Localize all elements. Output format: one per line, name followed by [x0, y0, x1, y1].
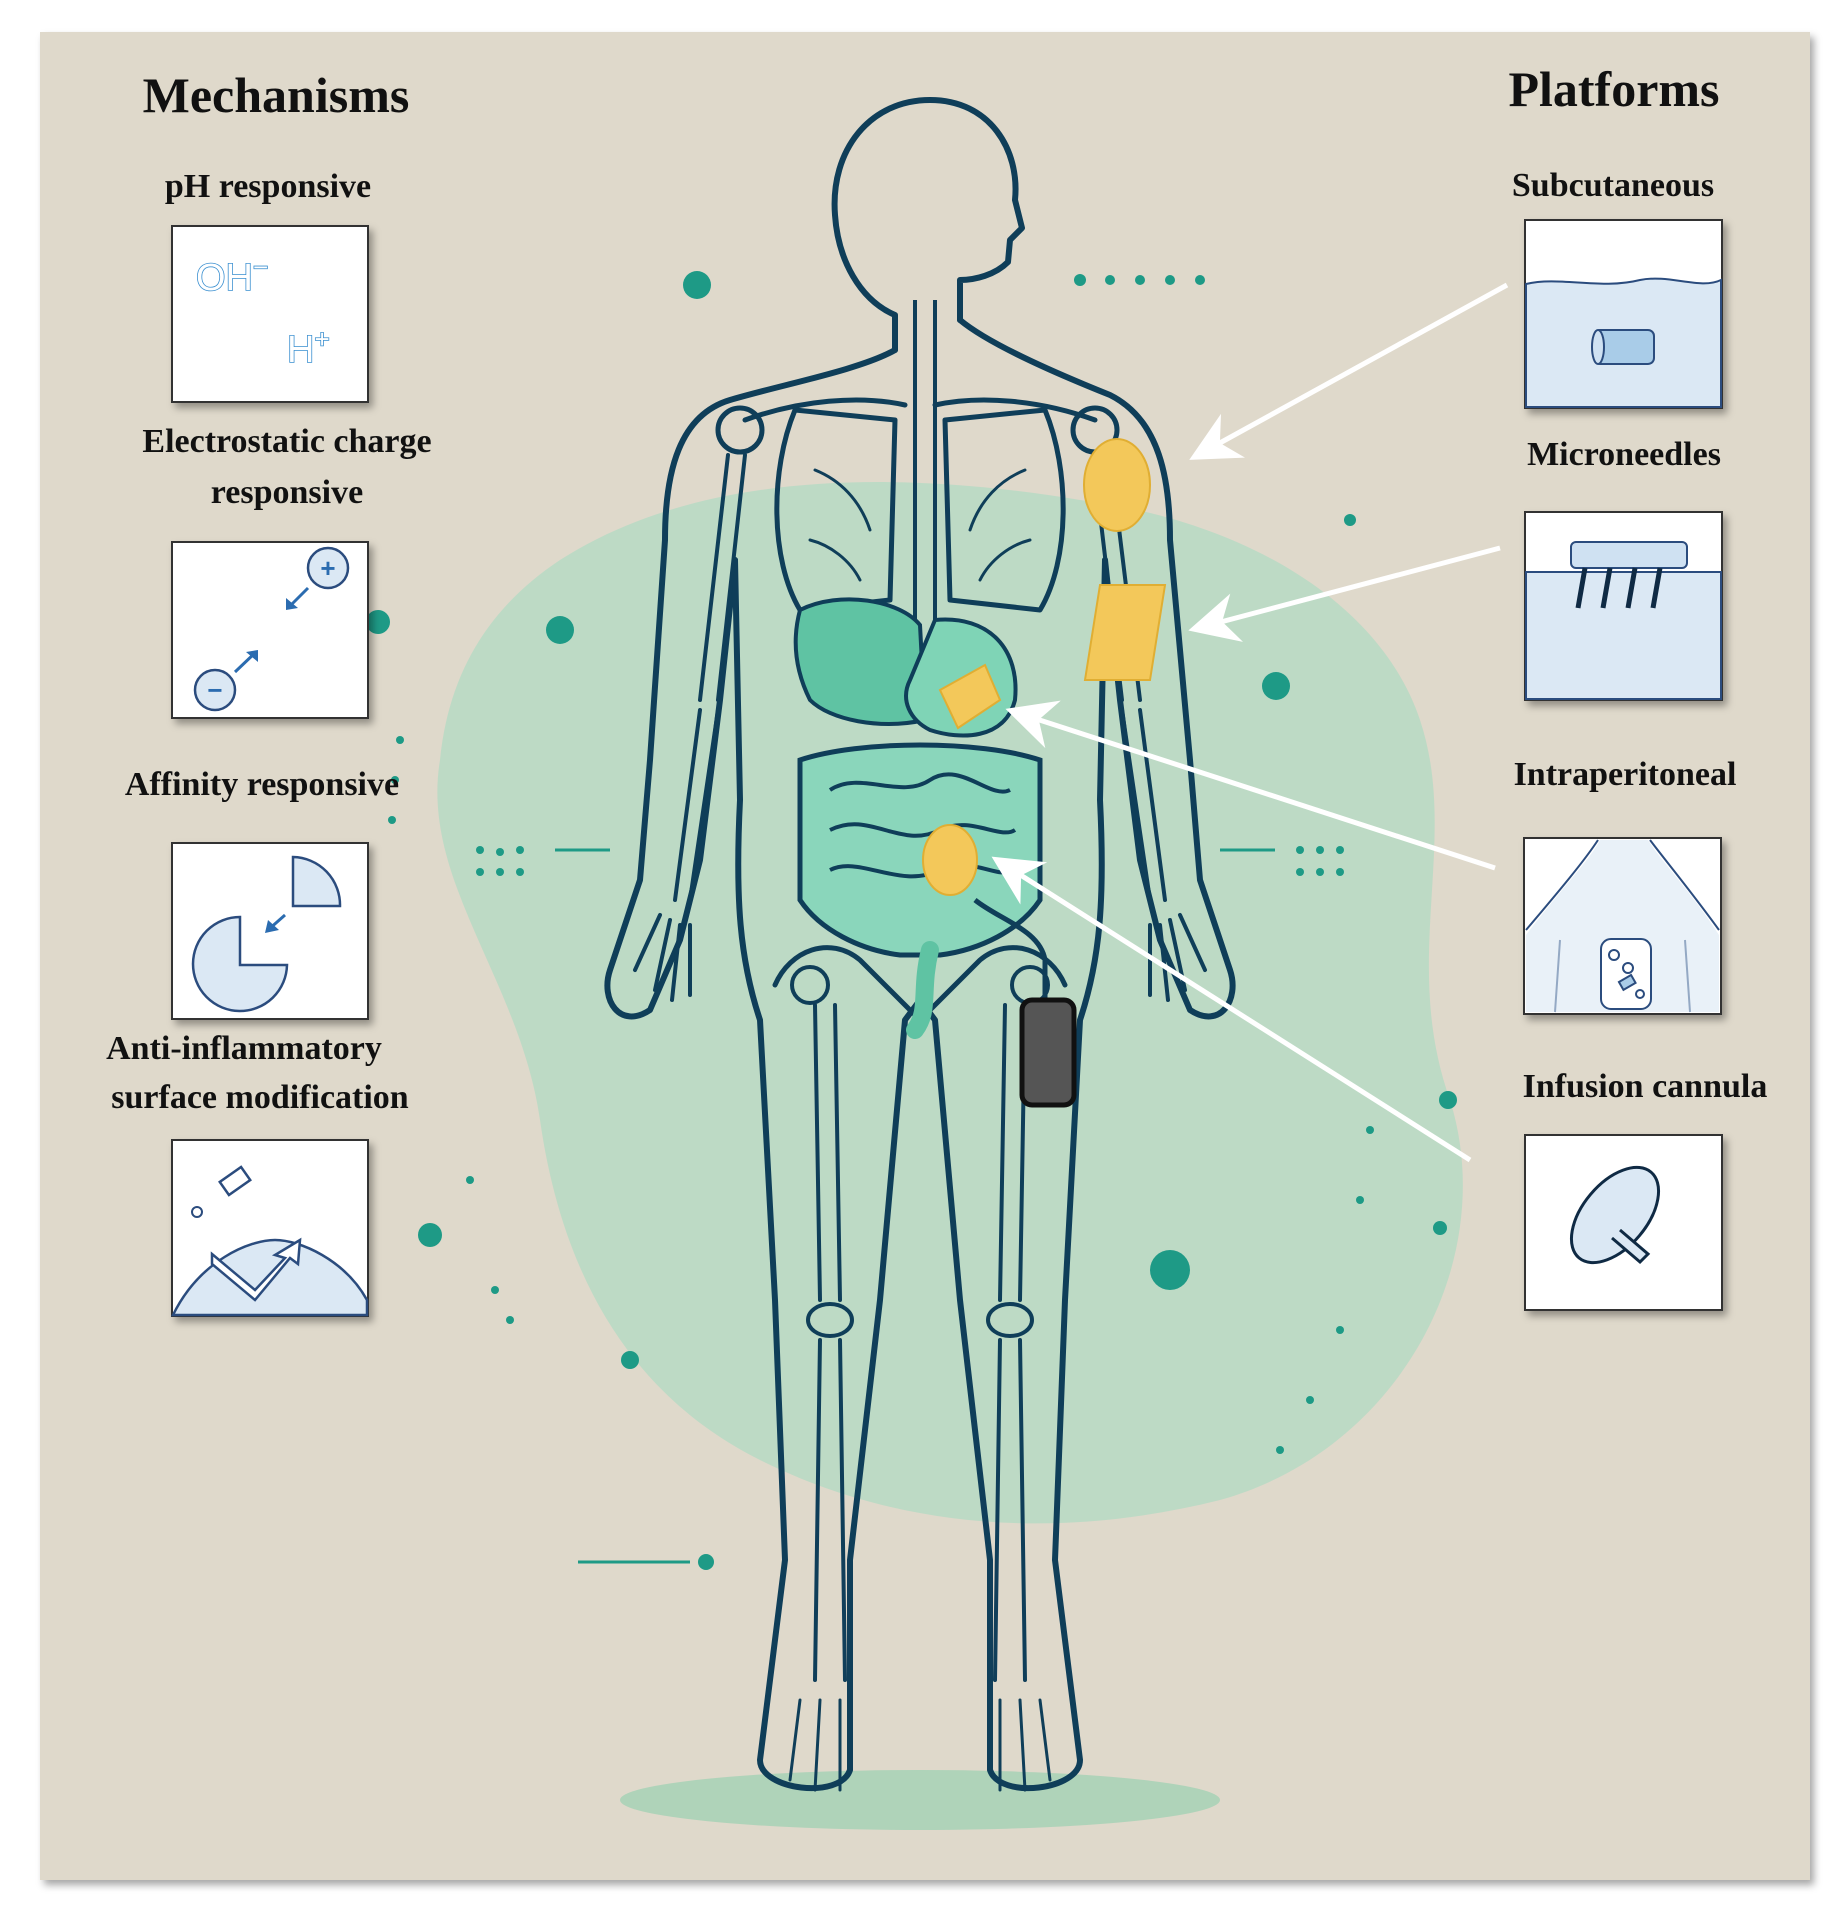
platforms-heading: Platforms	[1508, 61, 1719, 117]
right-hand	[1148, 913, 1207, 1002]
implant-subcutaneous	[1083, 438, 1151, 532]
colon-descending	[906, 941, 939, 1039]
positive-charge-symbol: +	[320, 553, 335, 583]
mechanisms-heading: Mechanisms	[143, 67, 410, 123]
intraperitoneal-icon	[1523, 837, 1722, 1015]
subcutaneous-implant-icon	[1524, 219, 1723, 409]
clavicles	[742, 397, 1098, 423]
mechanism-label-anti-inflammatory-line1: Anti-inflammatory	[106, 1030, 382, 1067]
arrow-intraperitoneal	[1005, 700, 1496, 871]
implant-infusion	[922, 824, 978, 896]
connector-arrows	[991, 282, 1509, 1163]
mechanism-label-affinity: Affinity responsive	[125, 766, 399, 803]
platform-label-microneedles: Microneedles	[1527, 436, 1721, 473]
decorative-lines	[555, 848, 1275, 1564]
ph-proton-symbol: H+	[287, 324, 330, 371]
ph-icon: OH− H+	[171, 225, 369, 403]
negative-charge-symbol: −	[207, 675, 222, 705]
head-outline	[831, 97, 1025, 353]
floor-shadow	[620, 1770, 1220, 1830]
arrow-subcutaneous	[1189, 282, 1509, 460]
arrow-microneedles	[1188, 545, 1501, 642]
implant-microneedle-patch	[1083, 584, 1167, 681]
mechanism-label-ph: pH responsive	[165, 168, 371, 205]
decorative-dots	[366, 271, 1457, 1570]
platform-label-intraperitoneal: Intraperitoneal	[1514, 756, 1737, 793]
body-outline	[604, 317, 1236, 1020]
infusion-cannula-icon	[1524, 1134, 1723, 1311]
affinity-ligand-shape	[291, 855, 342, 908]
arrow-infusion-cannula	[991, 856, 1472, 1163]
mechanism-label-anti-inflammatory-line2: surface modification	[111, 1079, 409, 1116]
mechanism-label-electrostatic-line1: Electrostatic charge	[142, 423, 431, 460]
left-hand	[633, 913, 692, 1002]
pump-device	[973, 898, 1077, 1108]
platform-label-subcutaneous: Subcutaneous	[1512, 167, 1714, 204]
liver	[793, 597, 928, 726]
mechanism-label-electrostatic-line2: responsive	[211, 474, 363, 511]
microneedle-patch-icon	[1524, 511, 1723, 701]
affinity-icon	[171, 842, 369, 1020]
implant-markers	[922, 438, 1167, 896]
surface-modification-icon	[170, 1139, 369, 1317]
platform-label-infusion-cannula: Infusion cannula	[1523, 1068, 1768, 1105]
large-intestine	[797, 742, 1043, 958]
ph-hydroxide-symbol: OH−	[196, 252, 268, 299]
affinity-receptor-shape	[191, 915, 289, 1013]
charge-icon: + −	[171, 541, 369, 719]
implant-intraperitoneal	[938, 663, 1002, 730]
feet	[788, 1698, 1052, 1792]
